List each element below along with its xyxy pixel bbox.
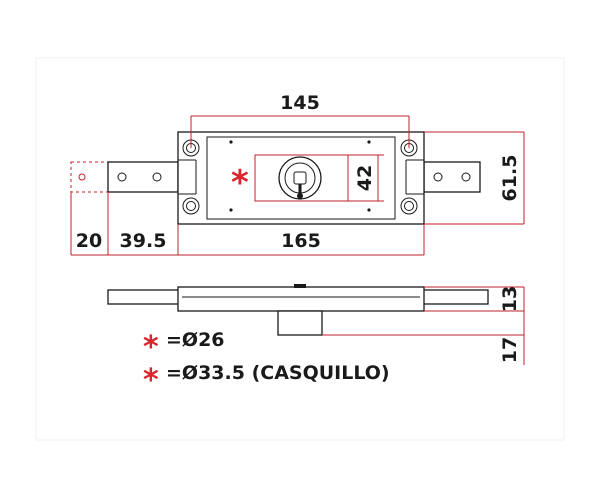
dashed-hole <box>78 173 86 181</box>
right-bar <box>423 161 481 193</box>
dim-39-5-label: 39.5 <box>120 230 167 252</box>
right-bar-hole-1 <box>433 172 443 182</box>
cylinder <box>278 156 322 200</box>
left-bar-hole-1 <box>117 172 127 182</box>
front-view: * <box>70 131 481 225</box>
dim-13-label: 13 <box>499 286 521 312</box>
front-dimensions: 145 20 39.5 165 42 61.5 <box>70 92 525 256</box>
side-top-nub <box>294 284 306 288</box>
legend: * =Ø26 * =Ø33.5 (CASQUILLO) <box>143 329 390 398</box>
pin-dot <box>229 140 233 144</box>
right-bar-hole-2 <box>461 172 471 182</box>
side-body <box>177 286 425 312</box>
dim-145-label: 145 <box>280 92 320 114</box>
pin-dot <box>367 208 371 212</box>
dim-61-5-label: 61.5 <box>499 155 521 202</box>
screw-bottom-right <box>400 197 418 215</box>
lock-body-inner <box>206 136 396 220</box>
left-bar-extension <box>70 161 109 193</box>
legend-line-2: =Ø33.5 (CASQUILLO) <box>166 362 390 384</box>
legend-line-1: =Ø26 <box>166 329 225 351</box>
legend-marker-2: * <box>143 363 159 398</box>
side-view: 13 17 <box>107 284 525 365</box>
side-cylinder <box>277 310 323 336</box>
dim-20-label: 20 <box>76 230 102 252</box>
left-bar-hole-2 <box>152 172 162 182</box>
page-frame <box>35 57 565 441</box>
legend-marker-1: * <box>143 330 159 365</box>
pin-dot <box>367 140 371 144</box>
cylinder-guide <box>254 154 349 202</box>
dim-17-label: 17 <box>499 337 521 363</box>
dim-42-label: 42 <box>354 165 376 191</box>
cylinder-marker: * <box>231 163 249 203</box>
screw-bottom-left <box>182 197 200 215</box>
dim-165-label: 165 <box>281 230 321 252</box>
pin-dot <box>229 208 233 212</box>
left-bar <box>107 161 179 193</box>
